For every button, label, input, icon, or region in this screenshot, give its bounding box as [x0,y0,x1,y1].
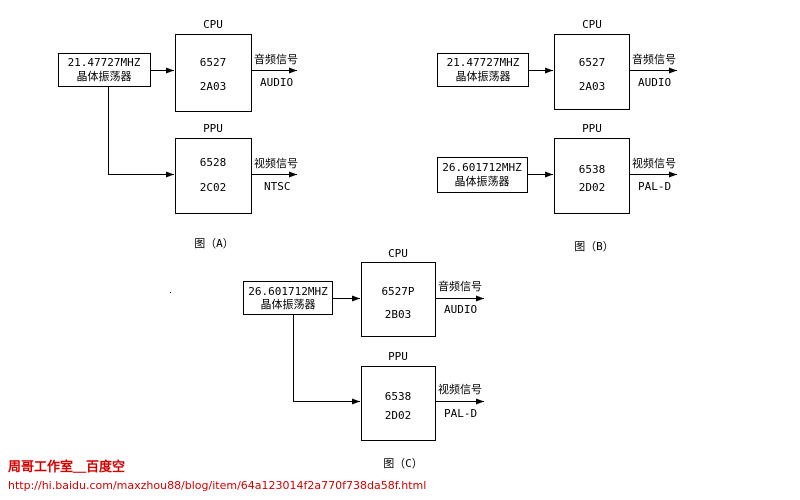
crystal-name-ppu-b: 晶体振荡器 [455,174,510,188]
audio-signal-c: 音频信号 [438,279,482,293]
caption-a: 图（A） [194,237,234,250]
caption-b: 图（B） [574,240,614,253]
ppu-chip-a: 6528 [200,156,227,169]
ppu-box-c [361,366,436,441]
crystal-to-ppu-arrow-c [293,315,360,405]
crystal-oscillator-ppu-box-b [437,157,528,193]
crystal-name-cpu-b: 晶体振荡器 [456,69,511,83]
ppu-label-b: PPU [582,122,602,135]
crystal-freq-cpu-b: 21.47727MHZ [447,56,520,69]
video-signal-b: 视频信号 [632,156,676,170]
crystal-to-ppu-arrow-a [108,87,174,178]
cpu-box-a [175,34,252,112]
cpu-model-a: 2A03 [200,80,227,93]
crystal-freq-ppu-b: 26.601712MHZ [442,161,522,174]
ppu-model-b: 2D02 [579,181,606,194]
stray-dot [170,292,171,293]
cpu-label-b: CPU [582,18,602,31]
ppu-box-a [175,138,252,214]
crystal-oscillator-box-c [243,281,333,315]
caption-c: 图（C） [383,457,423,470]
cpu-label-a: CPU [203,18,223,31]
video-type-a: NTSC [264,180,291,193]
crystal-freq-a: 21.47727MHZ [68,56,141,69]
cpu-label-c: CPU [388,247,408,260]
audio-type-c: AUDIO [444,303,477,316]
video-signal-a: 视频信号 [254,156,298,170]
cpu-model-c: 2B03 [385,308,412,321]
ppu-model-c: 2D02 [385,409,412,422]
cpu-chip-b: 6527 [579,56,606,69]
cpu-model-b: 2A03 [579,80,606,93]
ppu-model-a: 2C02 [200,181,227,194]
ppu-label-a: PPU [203,122,223,135]
diagram-b [437,34,677,214]
cpu-chip-a: 6527 [200,56,227,69]
cpu-box-c [361,262,436,337]
cpu-box-b [554,34,630,110]
diagram-c [243,262,484,441]
audio-signal-a: 音频信号 [254,52,298,66]
crystal-name-a: 晶体振荡器 [77,69,132,83]
video-type-b: PAL-D [638,180,671,193]
ppu-chip-b: 6538 [579,163,606,176]
crystal-freq-c: 26.601712MHZ [248,285,328,298]
crystal-oscillator-cpu-box-b [437,53,529,87]
source-url: http://hi.baidu.com/maxzhou88/blog/item/… [8,479,427,492]
ppu-label-c: PPU [388,350,408,363]
video-signal-c: 视频信号 [438,382,482,396]
crystal-oscillator-box-a [58,53,151,87]
studio-credit: 周哥工作室＿百度空 [8,460,126,475]
audio-type-a: AUDIO [260,76,293,89]
audio-signal-b: 音频信号 [632,52,676,66]
cpu-chip-c: 6527P [381,285,414,298]
audio-type-b: AUDIO [638,76,671,89]
ppu-chip-c: 6538 [385,390,412,403]
ppu-box-b [554,138,630,214]
video-type-c: PAL-D [444,407,477,420]
crystal-name-c: 晶体振荡器 [261,297,316,311]
diagram-a [58,34,297,214]
